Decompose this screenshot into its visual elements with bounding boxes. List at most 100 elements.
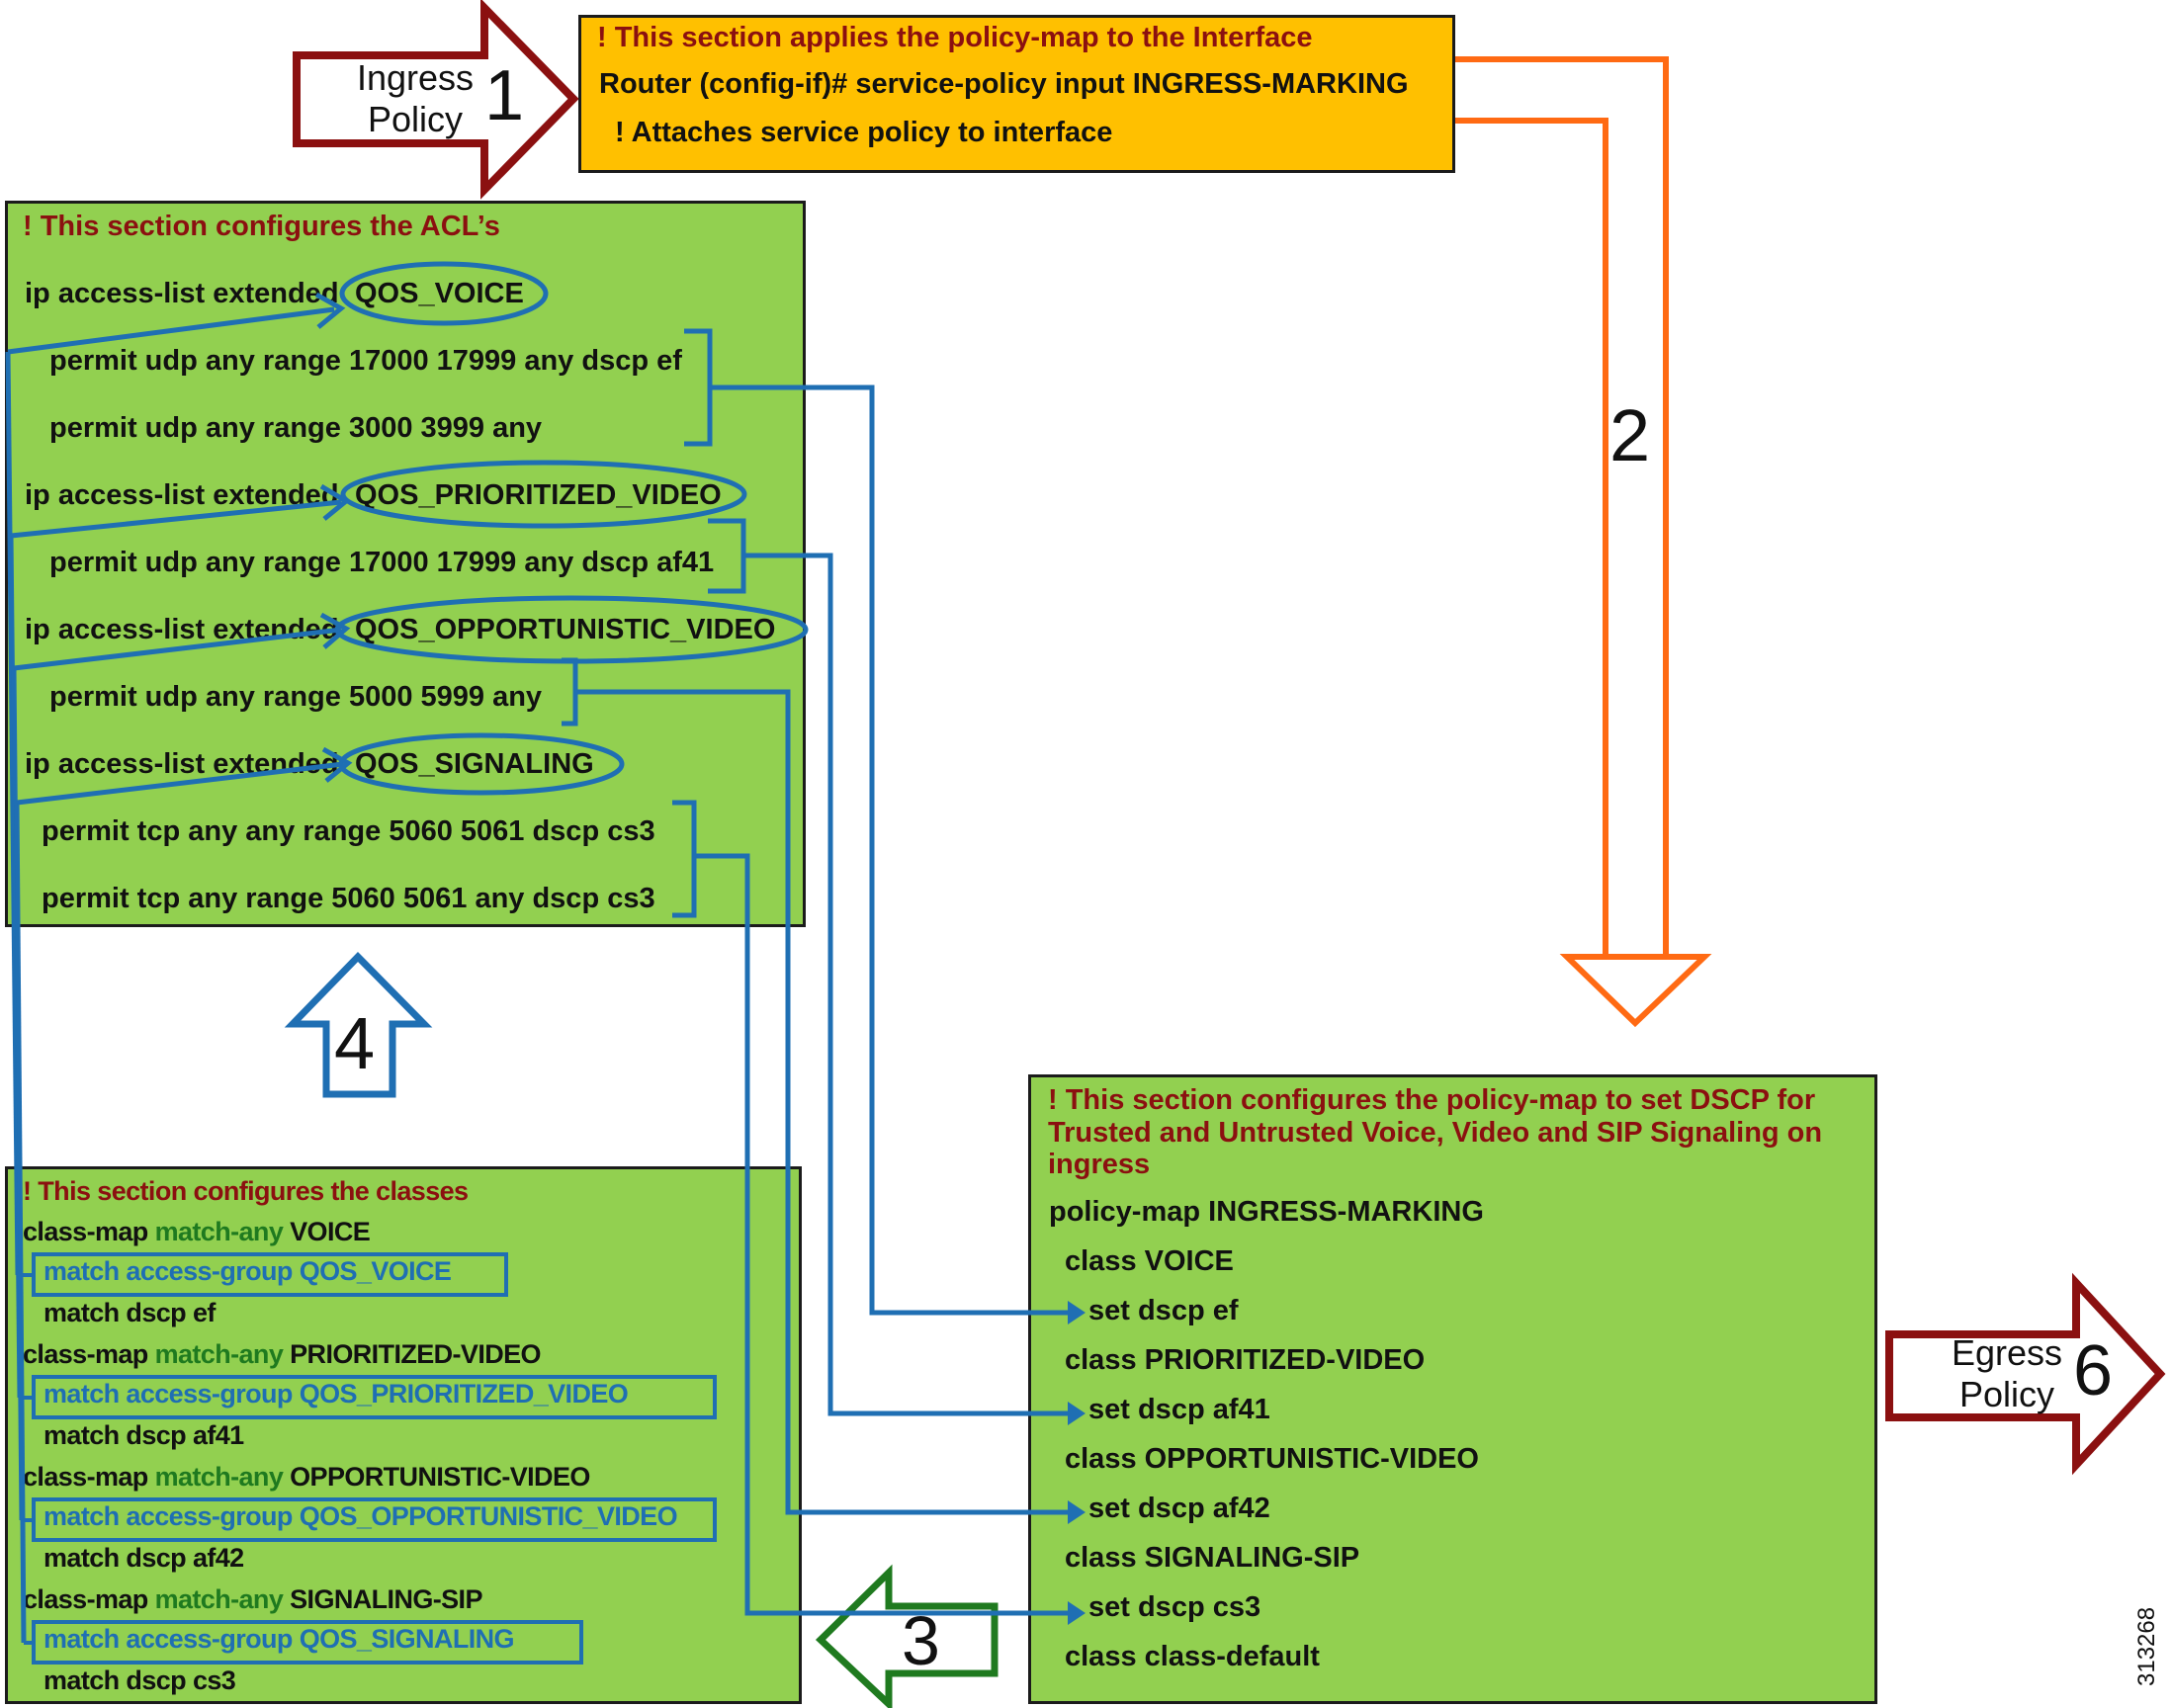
- match-group-signaling: match access-group QOS_SIGNALING: [43, 1624, 515, 1654]
- policy-class-default: class class-default: [1065, 1641, 1320, 1672]
- match-dscp-voice: match dscp ef: [43, 1298, 216, 1327]
- arrowhead-icon: [1068, 1500, 1086, 1524]
- acl-rule: permit udp any range 5000 5999 any: [49, 681, 543, 713]
- egress-label: Egress Policy: [1928, 1332, 2086, 1415]
- match-group-voice: match access-group QOS_VOICE: [43, 1256, 452, 1286]
- egress-label-line2: Policy: [1958, 1374, 2055, 1414]
- arrowhead-icon: [1068, 1402, 1086, 1425]
- policy-class-prioritized-video: class PRIORITIZED-VIDEO: [1065, 1344, 1426, 1376]
- acl-header-signaling: ip access-list extended: [25, 748, 339, 780]
- orange-connector-inner: [1455, 118, 1608, 957]
- arrowhead-icon: [321, 746, 353, 783]
- class-name: SIGNALING-SIP: [290, 1584, 482, 1614]
- bracket-voice: [684, 328, 713, 447]
- egress-label-line1: Egress: [1951, 1332, 2063, 1373]
- acl-name-signaling: QOS_SIGNALING: [355, 748, 594, 780]
- bracket-signaling: [672, 800, 697, 918]
- policy-comment-line2: Trusted and Untrusted Voice, Video and S…: [1048, 1117, 1823, 1149]
- match-any-keyword: match-any: [154, 1584, 284, 1614]
- acl-rule: permit tcp any any range 5060 5061 dscp …: [42, 815, 655, 847]
- policy-set-af42: set dscp af42: [1088, 1493, 1270, 1524]
- feedback-line-prioritized-arrow: [10, 499, 342, 539]
- class-map-keyword: class-map: [23, 1217, 148, 1246]
- feedback-line-signaling-arrow: [16, 761, 344, 806]
- match-any-keyword: match-any: [154, 1217, 284, 1246]
- policy-map-line: policy-map INGRESS-MARKING: [1049, 1196, 1484, 1228]
- match-dscp-signaling: match dscp cs3: [43, 1665, 236, 1695]
- acl-name-opportunistic-video: QOS_OPPORTUNISTIC_VIDEO: [355, 614, 776, 645]
- match-dscp-prioritized-video: match dscp af41: [43, 1420, 244, 1450]
- step-number-1: 1: [484, 56, 525, 135]
- class-map-signaling-sip: class-map match-any SIGNALING-SIP: [23, 1584, 482, 1615]
- connector-signaling-to-set-cs3: [694, 853, 1068, 1616]
- step-number-4: 4: [334, 1002, 376, 1084]
- policy-set-cs3: set dscp cs3: [1088, 1591, 1261, 1623]
- class-map-opportunistic-video: class-map match-any OPPORTUNISTIC-VIDEO: [23, 1462, 590, 1493]
- match-group-box-signaling: [32, 1620, 583, 1665]
- acl-name-prioritized-video: QOS_PRIORITIZED_VIDEO: [355, 479, 722, 511]
- acl-ellipse-opportunistic-video: [334, 595, 809, 664]
- class-map-keyword: class-map: [23, 1584, 148, 1614]
- match-dscp-opportunistic-video: match dscp af42: [43, 1543, 244, 1573]
- interface-section-box: [578, 15, 1455, 173]
- class-map-keyword: class-map: [23, 1339, 148, 1369]
- acl-header-opportunistic-video: ip access-list extended: [25, 614, 339, 645]
- acl-comment: ! This section configures the ACL’s: [23, 211, 500, 242]
- up-arrow-outline-icon: [284, 951, 433, 1098]
- interface-comment: ! This section applies the policy-map to…: [597, 22, 1313, 53]
- class-name: PRIORITIZED-VIDEO: [290, 1339, 541, 1369]
- connector-opportunistic-to-set-af42: [575, 689, 1068, 1515]
- policy-section-box: [1028, 1074, 1877, 1704]
- feedback-line-opportunistic-arrow: [13, 627, 342, 671]
- arrowhead-icon: [319, 483, 351, 521]
- step-number-6: 6: [2073, 1331, 2114, 1410]
- match-group-opportunistic-video: match access-group QOS_OPPORTUNISTIC_VID…: [43, 1501, 678, 1531]
- match-any-keyword: match-any: [154, 1339, 284, 1369]
- acl-ellipse-voice: [339, 261, 549, 326]
- class-name: OPPORTUNISTIC-VIDEO: [290, 1462, 590, 1492]
- arrowhead-icon: [1068, 1601, 1086, 1625]
- bracket-prioritized-video: [708, 518, 746, 594]
- bracket-opportunistic-video: [562, 657, 578, 726]
- step-number-2: 2: [1609, 394, 1651, 476]
- egress-arrow-icon: [1885, 1272, 2166, 1476]
- acl-rule: permit tcp any range 5060 5061 any dscp …: [42, 883, 655, 914]
- ingress-label-line1: Ingress: [356, 57, 475, 98]
- ingress-label-line2: Policy: [367, 99, 464, 139]
- feedback-line-signaling: [14, 802, 27, 1644]
- classes-comment: ! This section configures the classes: [23, 1176, 469, 1206]
- class-map-prioritized-video: class-map match-any PRIORITIZED-VIDEO: [23, 1339, 542, 1370]
- acl-header-voice: ip access-list extended: [25, 278, 339, 309]
- left-arrow-icon: [815, 1564, 999, 1708]
- ingress-arrow-icon: [293, 0, 579, 200]
- figure-id: 313268: [2133, 1606, 2160, 1686]
- policy-set-af41: set dscp af41: [1088, 1394, 1270, 1425]
- feedback-line-voice-arrow: [7, 306, 335, 355]
- arrowhead-icon: [319, 612, 351, 649]
- match-group-box-voice: [32, 1252, 508, 1297]
- acl-rule: permit udp any range 17000 17999 any dsc…: [49, 345, 682, 377]
- arrowhead-icon: [314, 292, 346, 329]
- class-map-voice: class-map match-any VOICE: [23, 1217, 371, 1247]
- class-map-keyword: class-map: [23, 1462, 148, 1492]
- policy-class-opportunistic-video: class OPPORTUNISTIC-VIDEO: [1065, 1443, 1479, 1475]
- acl-rule: permit udp any range 17000 17999 any dsc…: [49, 547, 715, 578]
- interface-command: Router (config-if)# service-policy input…: [599, 68, 1409, 100]
- connector-voice-to-set-ef: [710, 384, 1068, 1316]
- policy-comment-line3: ingress: [1048, 1149, 1151, 1180]
- acl-ellipse-signaling: [338, 732, 625, 796]
- policy-comment-line1: ! This section configures the policy-map…: [1048, 1084, 1816, 1116]
- acl-rule: permit udp any range 3000 3999 any: [49, 412, 543, 444]
- match-group-prioritized-video: match access-group QOS_PRIORITIZED_VIDEO: [43, 1379, 629, 1409]
- connector-prioritized-to-set-af41: [743, 553, 1068, 1416]
- match-group-box-prioritized-video: [32, 1375, 717, 1419]
- match-any-keyword: match-any: [154, 1462, 284, 1492]
- down-arrow-icon: [1559, 954, 1712, 1028]
- policy-class-signaling-sip: class SIGNALING-SIP: [1065, 1542, 1360, 1574]
- orange-connector-outer: [1455, 56, 1669, 957]
- ingress-label: Ingress Policy: [336, 57, 494, 140]
- interface-attach-comment: ! Attaches service policy to interface: [615, 117, 1113, 148]
- policy-set-ef: set dscp ef: [1088, 1295, 1239, 1326]
- acl-name-voice: QOS_VOICE: [355, 278, 524, 309]
